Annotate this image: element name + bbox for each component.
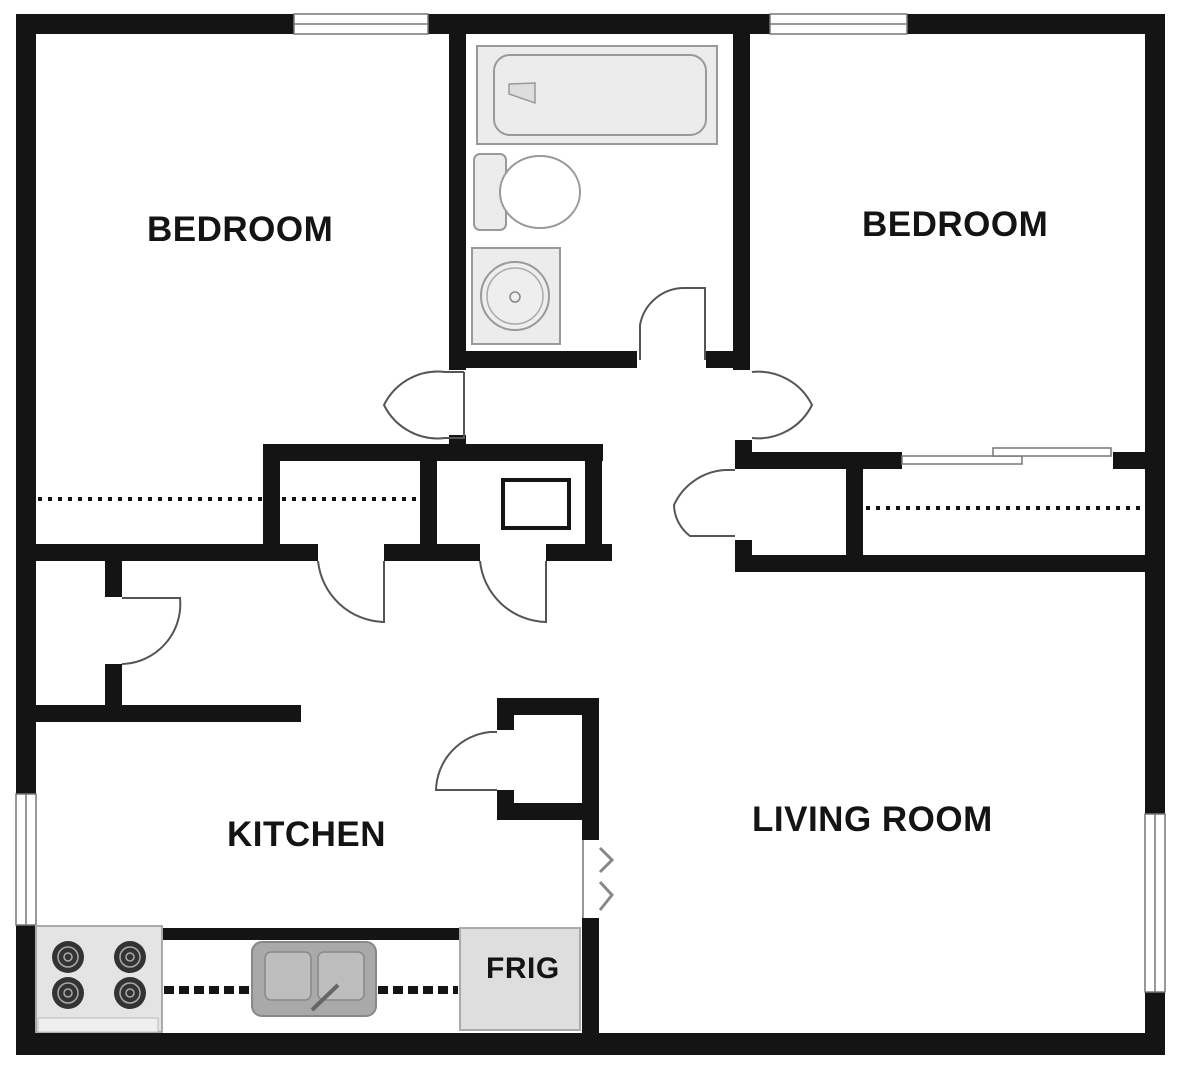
closet-door-3[interactable] (434, 731, 497, 791)
bifold-door[interactable] (582, 840, 615, 918)
left-bedroom-door[interactable] (382, 370, 465, 440)
right-bedroom-closet-walls (735, 440, 1165, 572)
bathroom-door[interactable] (639, 286, 706, 360)
toilet (473, 153, 581, 231)
fridge-label: FRIG (486, 952, 560, 985)
closet-door-1[interactable] (317, 560, 385, 624)
pantry-door[interactable] (121, 597, 182, 665)
room-label-bedroom-left: BEDROOM (147, 210, 334, 249)
windows (15, 13, 1166, 993)
kitchen-sink (251, 941, 377, 1017)
bathroom-walls (449, 14, 750, 447)
right-bedroom-door[interactable] (751, 370, 814, 440)
burner-icon (52, 941, 146, 1009)
fridge (459, 927, 581, 1031)
kitchen-walls (36, 561, 599, 1033)
left-bedroom-closet-walls (16, 444, 612, 561)
room-label-living-room: LIVING ROOM (752, 800, 993, 839)
room-label-kitchen: KITCHEN (227, 815, 387, 854)
bathroom-sink (471, 247, 561, 345)
bathtub (476, 45, 718, 145)
closet-door-2[interactable] (479, 560, 547, 624)
linen-closet-door[interactable] (672, 469, 735, 537)
room-label-bedroom-right: BEDROOM (862, 205, 1049, 244)
exterior-walls (16, 14, 1165, 1055)
stove (35, 925, 163, 1033)
